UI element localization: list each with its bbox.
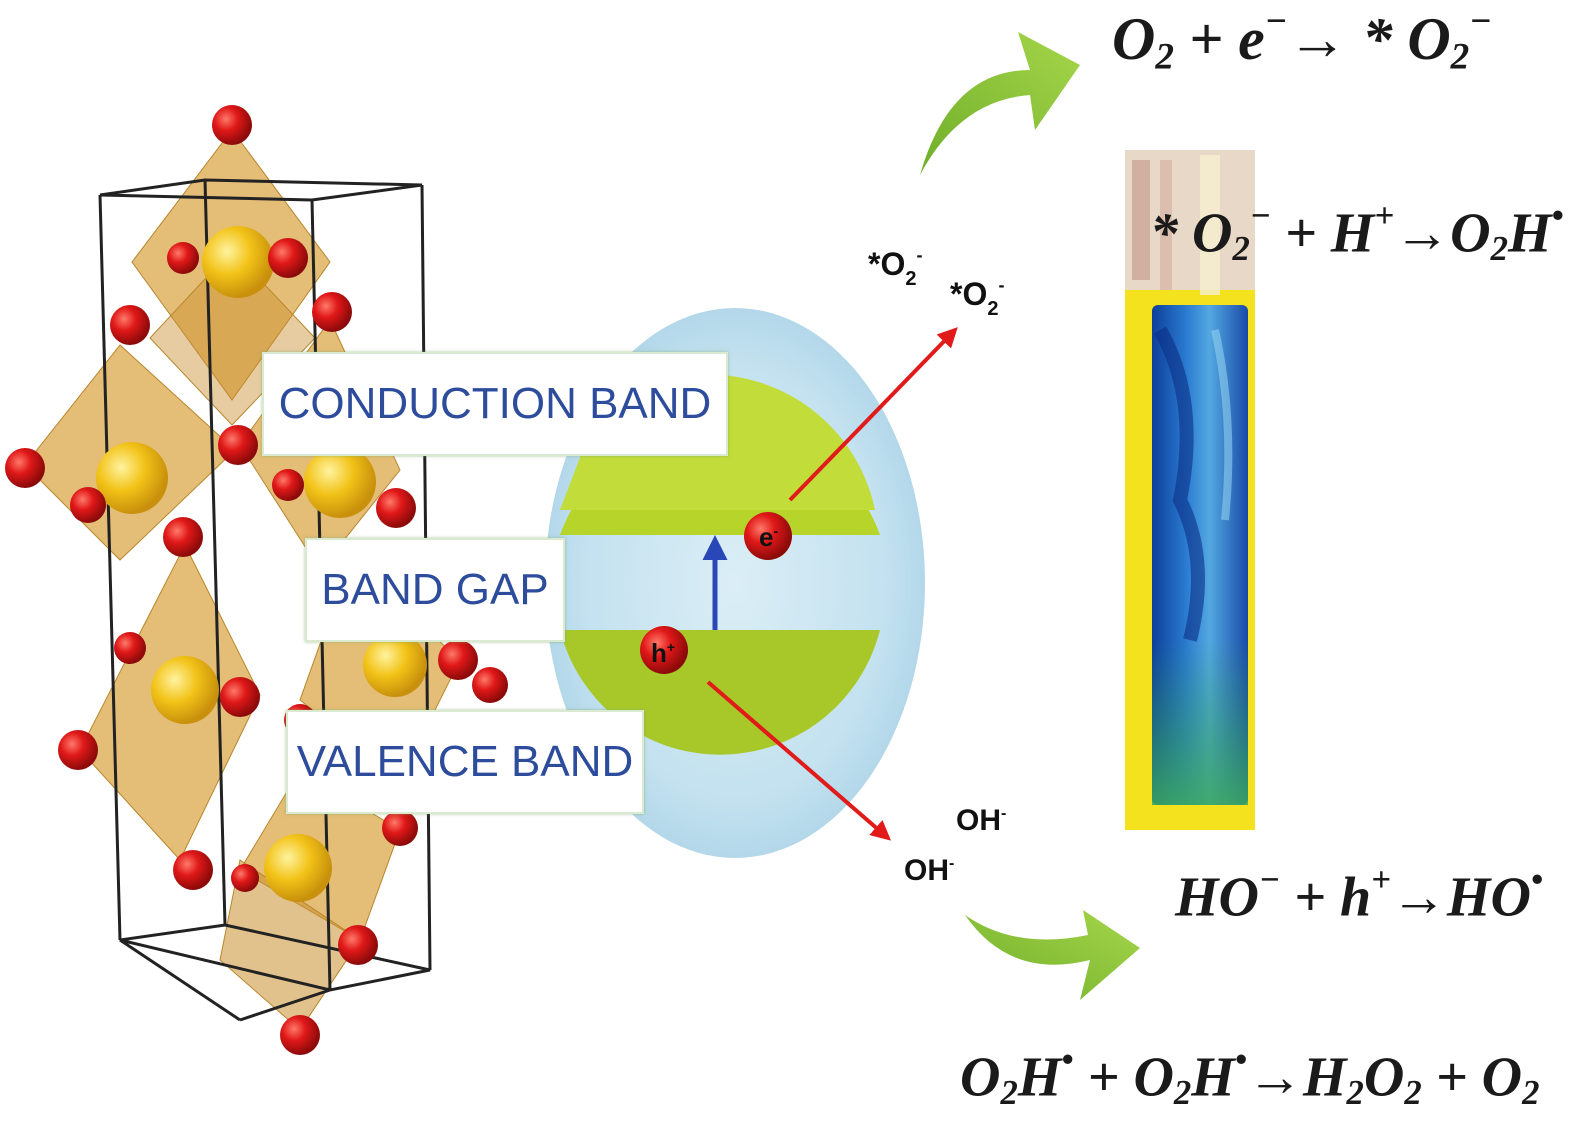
conduction-band-text: CONDUCTION BAND	[279, 379, 712, 429]
valence-band-label: VALENCE BAND	[286, 710, 644, 814]
valence-band-text: VALENCE BAND	[297, 737, 634, 787]
equation-hydroxyl-formation: HO− + h+→HO•	[1175, 860, 1543, 929]
equation-superoxide-formation: O2 + e−→ * O2−	[1112, 0, 1492, 78]
equation-hydroperoxyl-formation: * O2− + H+→O2H•	[1150, 196, 1564, 269]
superoxide-label-2: *O2-	[950, 275, 1004, 320]
curved-arrow-top	[920, 32, 1080, 175]
hydroxide-label-2: OH-	[904, 854, 954, 887]
equation-peroxide-formation: O2H• + O2H•→H2O2 + O2	[960, 1040, 1539, 1113]
band-gap-label: BAND GAP	[305, 538, 565, 642]
curved-arrow-bottom	[965, 910, 1140, 1000]
band-gap-text: BAND GAP	[321, 565, 548, 615]
superoxide-label-1: *O2-	[868, 245, 922, 290]
conduction-band-label: CONDUCTION BAND	[262, 352, 728, 456]
hydroxide-label-1: OH-	[956, 804, 1006, 837]
